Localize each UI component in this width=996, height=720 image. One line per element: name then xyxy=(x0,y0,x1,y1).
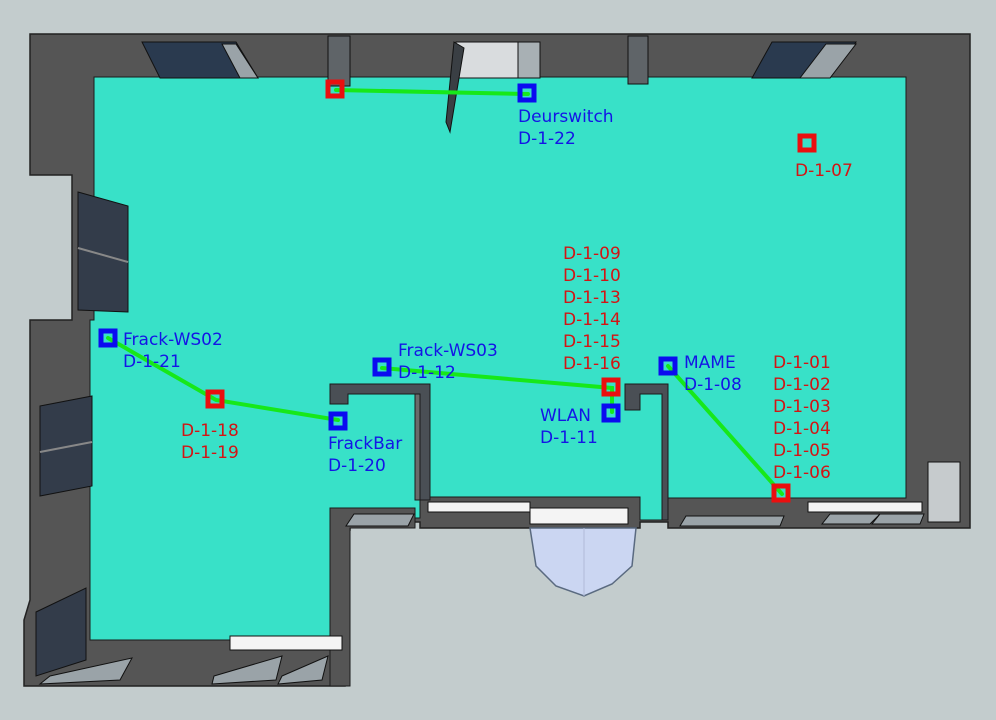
door-right xyxy=(927,461,961,523)
outlet-marker-top xyxy=(325,79,345,99)
window-left-bottom xyxy=(35,587,87,677)
cable-layer xyxy=(106,88,784,496)
window-bottom-left-b xyxy=(211,655,283,685)
window-bottom-left-a xyxy=(38,657,133,685)
device-marker-ws02 xyxy=(98,328,118,348)
outlet-marker-right xyxy=(771,483,791,503)
device-label-deurswitch-id: D-1-22 xyxy=(518,129,576,149)
cable-deurswitch xyxy=(334,88,530,96)
device-label-wlan-id: D-1-11 xyxy=(540,428,598,448)
device-marker-wlan xyxy=(601,403,621,423)
device-marker-mame xyxy=(658,356,678,376)
cable-ws02-frackbar xyxy=(106,336,340,422)
outlet-label-center-0: D-1-09 xyxy=(563,244,621,264)
sill-bottom-left xyxy=(229,635,343,651)
outlet-label-center-2: D-1-13 xyxy=(563,288,621,308)
outlet-label-right-2: D-1-03 xyxy=(773,397,831,417)
device-labels: Deurswitch D-1-22 Frack-WS02 D-1-21 Frac… xyxy=(123,107,742,476)
device-label-ws03-name: Frack-WS03 xyxy=(398,341,498,361)
door-frame xyxy=(517,41,541,79)
partition-right xyxy=(624,383,669,521)
device-marker-frackbar xyxy=(328,411,348,431)
cable-mame xyxy=(666,364,784,496)
outlet-label-right-5: D-1-06 xyxy=(773,463,831,483)
outlet-label-right-0: D-1-01 xyxy=(773,353,831,373)
window-bottom-left-c xyxy=(277,655,329,685)
window-left-lower-divider xyxy=(39,441,93,453)
device-label-ws02-id: D-1-21 xyxy=(123,352,181,372)
outlet-label-right-4: D-1-05 xyxy=(773,441,831,461)
device-marker-ws03 xyxy=(372,357,392,377)
outlet-label-top-right-0: D-1-07 xyxy=(795,161,853,181)
outlet-marker-d118 xyxy=(205,389,225,409)
outlet-label-center-3: D-1-14 xyxy=(563,310,621,330)
outlet-labels: D-1-07 D-1-18 D-1-19 D-1-09 D-1-10 D-1-1… xyxy=(181,161,853,483)
door-opening xyxy=(455,41,521,79)
device-label-wlan-name: WLAN xyxy=(540,406,591,426)
sill-center-left xyxy=(427,501,531,513)
alcove-wall xyxy=(329,507,416,687)
window-top-left-frame xyxy=(221,43,259,79)
window-left-upper-divider xyxy=(77,247,129,263)
device-label-ws02-name: Frack-WS02 xyxy=(123,330,223,350)
window-bottom-right-b xyxy=(870,513,925,525)
device-label-ws03-id: D-1-12 xyxy=(398,363,456,383)
partition-left-face xyxy=(414,393,421,501)
outlet-label-right-3: D-1-04 xyxy=(773,419,831,439)
outlet-label-center-4: D-1-15 xyxy=(563,332,621,352)
device-label-frackbar-name: FrackBar xyxy=(328,434,402,454)
window-bottom-mid-b xyxy=(679,515,785,527)
device-markers xyxy=(98,83,678,431)
sill-right xyxy=(807,501,923,513)
device-label-mame-id: D-1-08 xyxy=(684,375,742,395)
outlet-label-center-1: D-1-10 xyxy=(563,266,621,286)
device-label-mame-name: MAME xyxy=(684,353,736,373)
window-bottom-right-a xyxy=(820,513,882,525)
outlet-marker-center xyxy=(601,377,621,397)
device-marker-deurswitch xyxy=(517,83,537,103)
window-bottom-mid xyxy=(345,513,415,527)
outlet-marker-d107 xyxy=(797,133,817,153)
outlet-markers xyxy=(205,79,817,503)
window-left-upper xyxy=(77,191,129,313)
pillar-2 xyxy=(627,35,649,85)
outlet-label-center-5: D-1-16 xyxy=(563,354,621,374)
sill-center-right xyxy=(529,507,629,525)
outlet-label-right-1: D-1-02 xyxy=(773,375,831,395)
bay-window xyxy=(529,527,637,597)
door-leaf xyxy=(445,41,465,134)
device-label-frackbar-id: D-1-20 xyxy=(328,456,386,476)
device-label-deurswitch-name: Deurswitch xyxy=(518,107,614,127)
outlet-label-left-0: D-1-18 xyxy=(181,421,239,441)
pillar-1 xyxy=(327,35,351,87)
outlet-label-left-1: D-1-19 xyxy=(181,443,239,463)
window-top-right-frame xyxy=(798,43,858,79)
